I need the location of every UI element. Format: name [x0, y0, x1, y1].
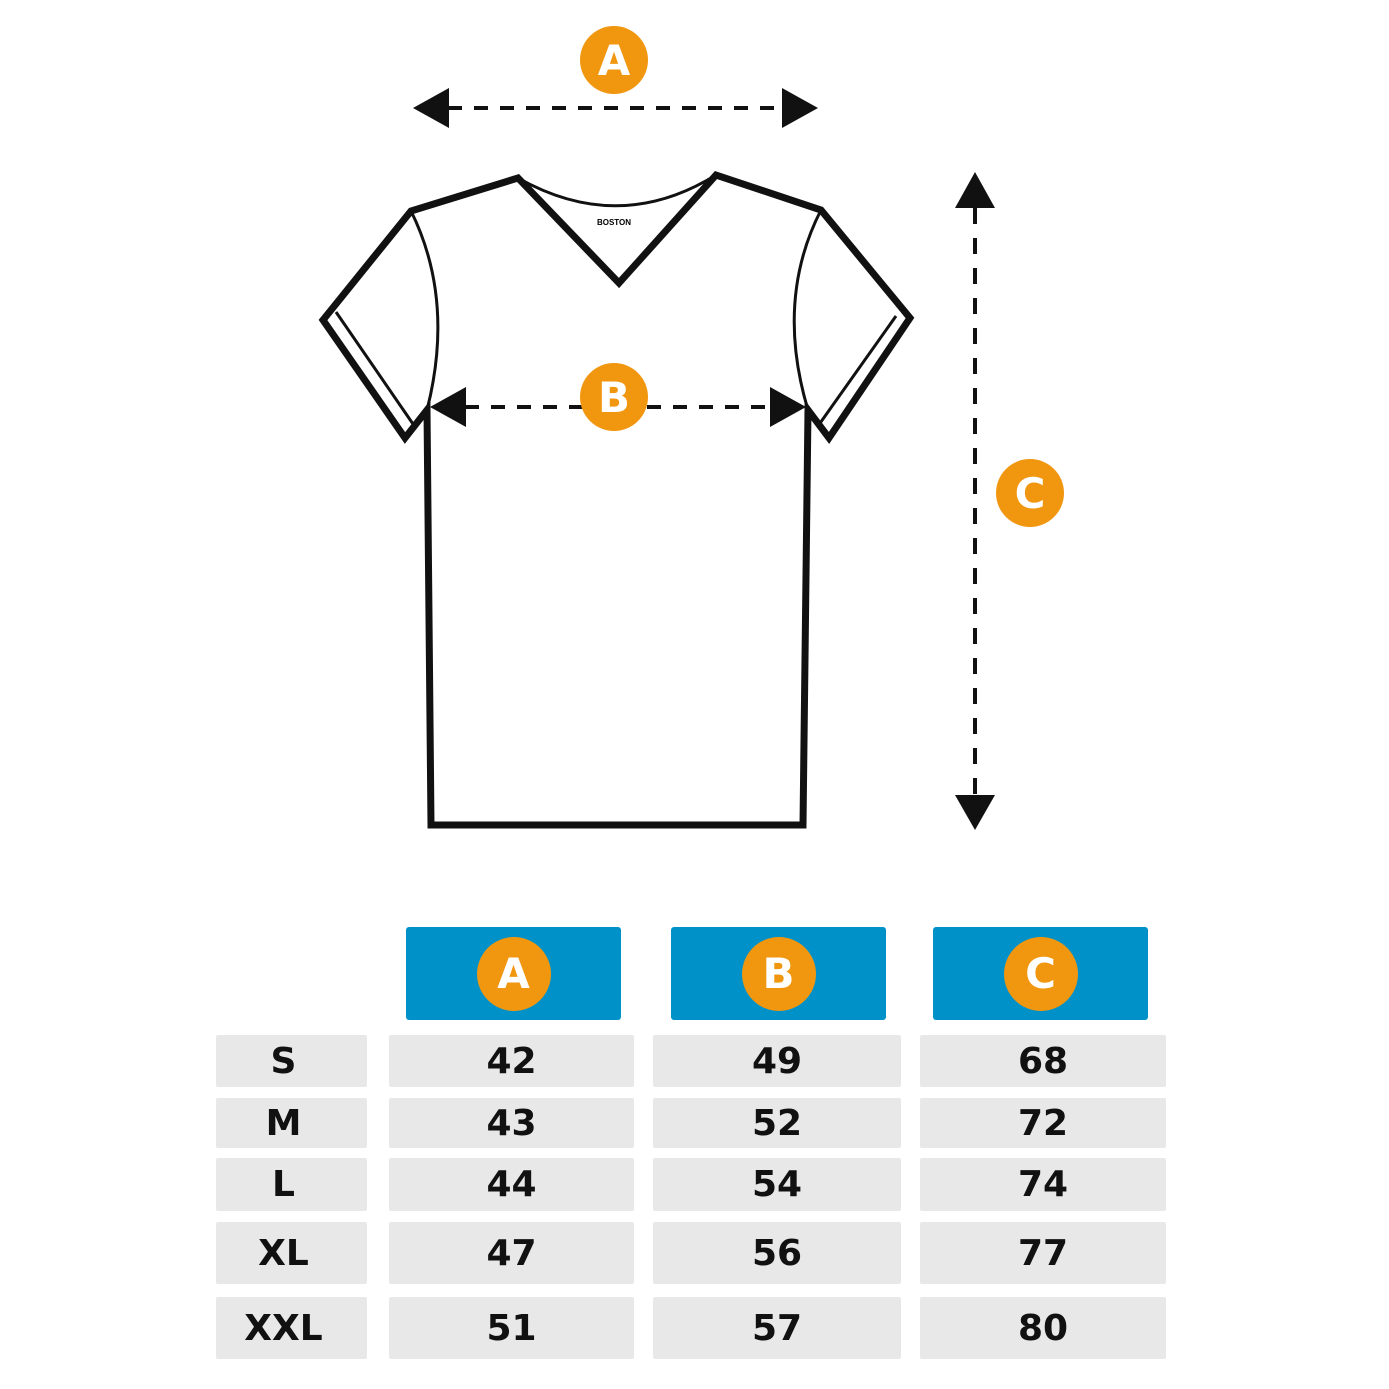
marker-b-label: B — [598, 373, 630, 422]
value-b-cell: 52 — [653, 1098, 901, 1148]
size-label: XXL — [244, 1307, 323, 1349]
header-a-badge: A — [476, 936, 551, 1011]
tshirt-diagram: BOSTON A B C — [318, 26, 1064, 830]
value-c-cell: 74 — [920, 1158, 1166, 1211]
value-c-cell: 80 — [920, 1297, 1166, 1359]
value-c-cell: 77 — [920, 1222, 1166, 1284]
measure-arrow-b — [430, 387, 806, 427]
collar-curve — [517, 173, 717, 208]
tshirt-outline — [318, 170, 915, 829]
header-b-badge: B — [741, 936, 816, 1011]
value-b-cell: 49 — [653, 1035, 901, 1087]
value-a-cell: 44 — [389, 1158, 634, 1211]
size-label: L — [272, 1164, 295, 1205]
value-a-cell: 43 — [389, 1098, 634, 1148]
value-c-cell: 72 — [920, 1098, 1166, 1148]
header-c-badge: C — [1003, 936, 1078, 1011]
value-c-cell: 68 — [920, 1035, 1166, 1087]
size-cell: S — [216, 1035, 367, 1087]
left-sleeve-hem — [334, 311, 415, 425]
marker-b-badge — [580, 363, 648, 431]
right-sleeve-hem — [816, 315, 898, 427]
header-a: A — [406, 927, 621, 1020]
size-label: XL — [258, 1232, 309, 1274]
value-a-cell: 51 — [389, 1297, 634, 1359]
value-b-cell: 57 — [653, 1297, 901, 1359]
shirt-label: BOSTON — [597, 218, 631, 227]
marker-a-badge — [580, 26, 648, 94]
size-cell: M — [216, 1098, 367, 1148]
marker-c-label: C — [1015, 469, 1046, 518]
value-b-cell: 56 — [653, 1222, 901, 1284]
size-cell: L — [216, 1158, 367, 1211]
right-armhole — [792, 209, 823, 411]
marker-c-badge — [996, 459, 1064, 527]
header-c: C — [933, 927, 1148, 1020]
value-a-cell: 42 — [389, 1035, 634, 1087]
size-cell: XL — [216, 1222, 367, 1284]
size-label: M — [265, 1102, 302, 1144]
value-b-cell: 54 — [653, 1158, 901, 1211]
header-b: B — [671, 927, 886, 1020]
size-cell: XXL — [216, 1297, 367, 1359]
value-a-cell: 47 — [389, 1222, 634, 1284]
marker-a-label: A — [598, 36, 631, 85]
size-label: S — [270, 1040, 297, 1082]
left-armhole — [409, 210, 440, 411]
measure-arrow-c — [955, 172, 995, 830]
measure-arrow-a — [413, 88, 818, 128]
